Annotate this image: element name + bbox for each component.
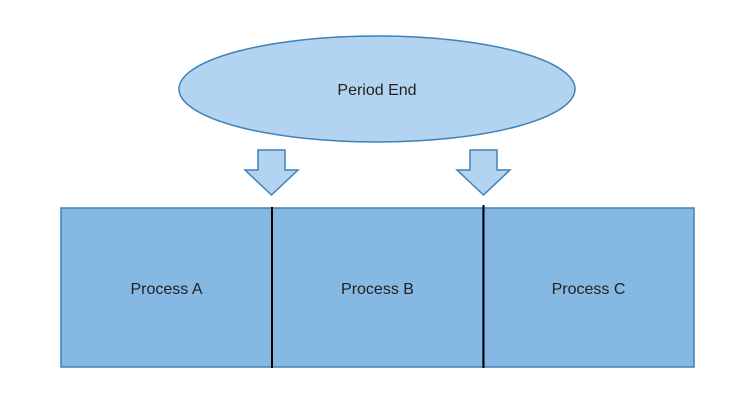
process-c-box [482,207,695,368]
down-arrow-icon [455,149,512,197]
process-c-label: Process C [552,281,626,298]
period-end-label: Period End [337,82,416,99]
down-arrow-icon [243,149,300,197]
process-b-box [271,207,484,368]
process-a-box [60,207,273,368]
process-row: Process A Process B Process C [60,205,695,368]
process-a-label: Process A [130,281,202,298]
period-end-ellipse [178,35,576,143]
process-b-label: Process B [341,281,414,298]
period-end-node: Period End [178,35,576,143]
